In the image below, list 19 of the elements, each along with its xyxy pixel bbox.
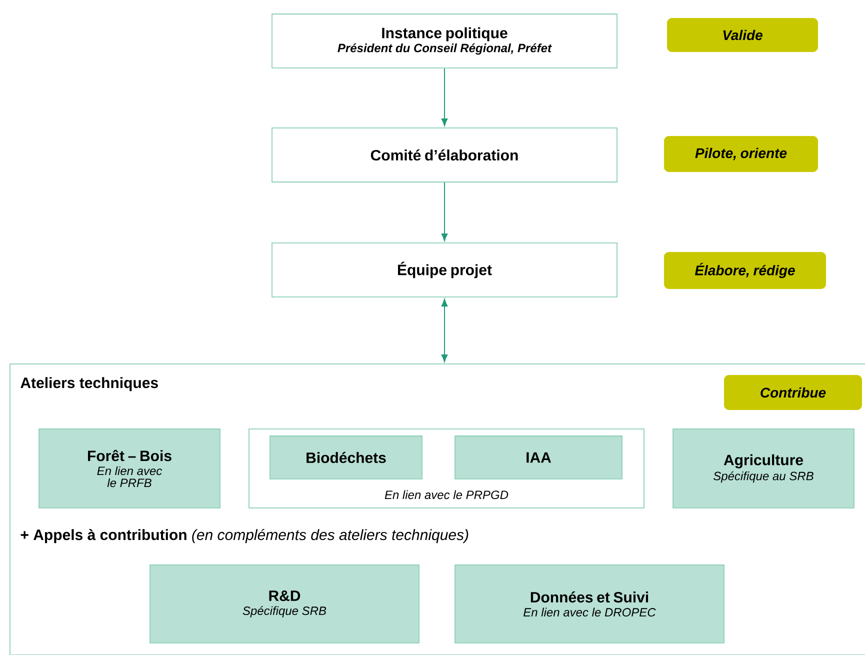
group-title: Ateliers techniques bbox=[20, 377, 158, 392]
workshop-box: Forêt – Bois En lien avec le PRFB bbox=[38, 428, 220, 508]
workshop-box: Données et Suivi En lien avec le DROPEC bbox=[454, 564, 724, 644]
section-heading: + Appels à contribution (en compléments des ateliers techniques) bbox=[20, 528, 468, 544]
workshop-box: Biodéchets bbox=[270, 436, 422, 480]
workshop-box: R&D Spécifique SRB bbox=[150, 564, 420, 644]
role-badge: Valide bbox=[667, 18, 818, 52]
group-frame bbox=[10, 364, 865, 655]
body-box: Instance politique Président du Conseil Régional, Préfet bbox=[272, 14, 618, 68]
arrow bbox=[441, 182, 448, 242]
body-box: Comité d’élaboration bbox=[272, 128, 618, 182]
arrow bbox=[441, 68, 448, 126]
role-badge: Contribue bbox=[724, 374, 862, 410]
body-box: Équipe projet bbox=[272, 242, 618, 298]
arrow bbox=[441, 298, 448, 362]
role-badge: Élabore, rédige bbox=[664, 252, 826, 289]
role-badge: Pilote, oriente bbox=[664, 136, 818, 172]
workshop-box: IAA bbox=[454, 436, 622, 480]
workshop-box: Agriculture Spécifique au SRB bbox=[672, 428, 854, 508]
